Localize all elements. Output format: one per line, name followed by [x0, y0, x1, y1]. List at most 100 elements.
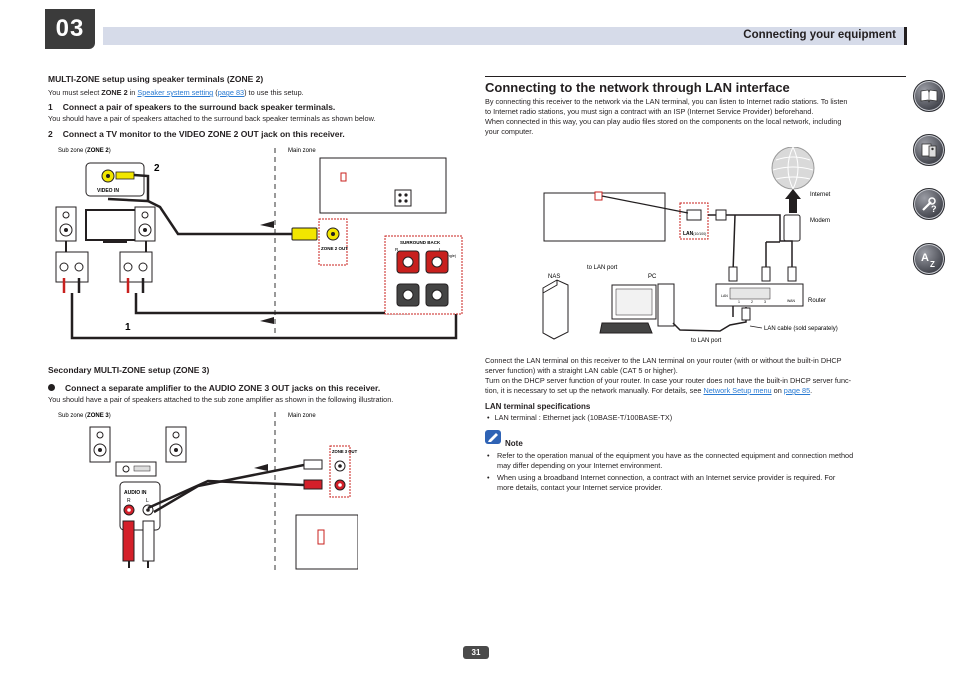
zone2-connection-diagram: Sub zone (ZONE 2) Main zone VIDEO IN 2 1… [55, 148, 463, 340]
body-last-suffix: . [810, 386, 813, 395]
zone2-intro-suffix: ) to use this setup. [244, 88, 304, 97]
lan-terminal-label: LAN(10/100) [683, 231, 706, 237]
body-last-mid: on [771, 386, 784, 395]
svg-text:L: L [146, 498, 149, 504]
to-lan-port-label-1: to LAN port [587, 265, 618, 271]
lan-section-title: Connecting to the network through LAN in… [485, 80, 790, 95]
speaker-system-setting-link[interactable]: Speaker system setting [137, 88, 214, 97]
remote-icon[interactable] [913, 134, 945, 166]
zone3-receiver-panel [295, 514, 358, 570]
zone2-intro-mid: in [127, 88, 138, 97]
lan-intro-line: to Internet radio stations, you must sig… [485, 107, 814, 116]
page-83-link[interactable]: page 83 [217, 88, 245, 97]
zone3-out-label: ZONE 3 OUT [332, 449, 358, 454]
zone3-red-plug [303, 479, 323, 490]
pc-icon [599, 283, 675, 334]
lan-spec-item-text: LAN terminal : Ethernet jack (10BASE-T/1… [494, 413, 673, 422]
step1-number: 1 [48, 102, 53, 112]
svg-text:R: R [395, 247, 399, 252]
zone3-white-plug [303, 459, 323, 470]
lan-body-line: Turn on the DHCP server function of your… [485, 376, 852, 385]
header-bar: Connecting your equipment [103, 27, 907, 45]
body-last-prefix: tion, it is necessary to set up the netw… [485, 386, 704, 395]
note-item: • When using a broadband Internet connec… [485, 473, 906, 493]
audio-in-panel [119, 481, 161, 531]
bullet-dot: • [487, 413, 490, 422]
nas-icon [542, 279, 569, 340]
sub-zone-amplifier [115, 461, 157, 477]
zone3-bullet-text: Connect a separate amplifier to the AUDI… [65, 383, 381, 393]
modem-icon [783, 214, 801, 242]
zone2-out-panel [318, 218, 348, 266]
zone2-out-label: ZONE 2 OUT [321, 246, 348, 251]
svg-text:1: 1 [738, 300, 740, 304]
callout-1: 1 [125, 322, 131, 333]
note-pencil-icon [485, 430, 501, 444]
zone2-intro-prefix: You must select [48, 88, 102, 97]
callout-2: 2 [154, 163, 160, 174]
zone3-heading: Secondary MULTI-ZONE setup (ZONE 3) [48, 365, 210, 375]
lan-body-line: server function) with a straight LAN cab… [485, 366, 678, 375]
note-item: • Refer to the operation manual of the e… [485, 451, 906, 471]
lan-body: Connect the LAN terminal on this receive… [485, 356, 906, 396]
zone2-left-speaker [55, 206, 77, 242]
svg-text:(Single): (Single) [443, 254, 457, 258]
notes-list: • Refer to the operation manual of the e… [485, 451, 906, 493]
svg-text:L: L [439, 247, 442, 252]
note-line: Refer to the operation manual of the equ… [497, 451, 854, 460]
zone2-intro-paren: ( [213, 88, 218, 97]
svg-text:Z: Z [930, 260, 935, 268]
svg-text:A: A [921, 252, 929, 264]
zone2-heading: MULTI-ZONE setup using speaker terminals… [48, 74, 264, 84]
video-in-label: VIDEO IN [97, 188, 119, 194]
zone3-mainzone-label: Main zone [288, 413, 316, 419]
lan-terminal [679, 202, 709, 240]
lan-spec-item: • LAN terminal : Ethernet jack (10BASE-T/… [485, 413, 672, 423]
zone3-left-speaker [89, 426, 111, 463]
step2-number: 2 [48, 129, 53, 139]
router-label: Router [808, 298, 826, 304]
svg-text:?: ? [931, 204, 937, 213]
zone3-subzone-label: Sub zone (ZONE 3) [58, 413, 111, 419]
lan-intro: By connecting this receiver to the netwo… [485, 97, 906, 137]
zone2-step1: 1 Connect a pair of speakers to the surro… [48, 102, 335, 112]
zone3-note: You should have a pair of speakers attac… [48, 395, 394, 404]
up-arrow-icon [785, 189, 801, 213]
lan-body-line: Connect the LAN terminal on this receive… [485, 356, 842, 365]
svg-text:2: 2 [751, 300, 753, 304]
tools-icon[interactable]: ? [913, 188, 945, 220]
lan-spec-heading: LAN terminal specifications [485, 402, 591, 411]
internet-label: Internet [810, 192, 831, 198]
svg-text:LAN: LAN [721, 294, 728, 298]
step2-text: Connect a TV monitor to the VIDEO ZONE 2… [62, 129, 345, 139]
zone3-connection-diagram: Sub zone (ZONE 3) Main zone AUDIO IN R L… [58, 412, 358, 573]
book-icon[interactable] [913, 80, 945, 112]
svg-text:WAN: WAN [787, 299, 796, 303]
page-85-link[interactable]: page 85 [783, 386, 811, 395]
tv-monitor [85, 209, 145, 241]
step1-text: Connect a pair of speakers to the surrou… [62, 102, 336, 112]
receiver-rear-panel [319, 157, 447, 214]
svg-text:R: R [127, 498, 131, 504]
video-in-panel [85, 162, 145, 197]
zone2-mainzone-label: Main zone [288, 148, 316, 154]
nas-label: NAS [548, 274, 560, 280]
network-setup-menu-link[interactable]: Network Setup menu [703, 386, 772, 395]
yellow-video-plug [291, 227, 318, 241]
bullet-dot [48, 384, 55, 391]
surround-back-label: SURROUND BACK [400, 240, 441, 245]
note-line: may differ depending on your Internet en… [497, 461, 663, 470]
lan-network-diagram: Internet Modem LAN(10/100) LAN 1 2 3 WAN… [542, 147, 838, 344]
lan-cable-label: LAN cable (sold separately) [764, 326, 838, 332]
zone3-right-speaker [165, 426, 187, 463]
note-line: more details, contact your Internet serv… [497, 483, 663, 492]
bullet-dot: • [487, 473, 490, 482]
lan-intro-line: When connected in this way, you can play… [485, 117, 842, 126]
zone2-intro-bold: ZONE 2 [101, 88, 128, 97]
chapter-number: 03 [45, 9, 95, 49]
note-label: Note [505, 439, 523, 448]
page-number: 31 [463, 646, 489, 659]
audio-in-label: AUDIO IN [124, 490, 147, 496]
receiver-rear-panel-lan [543, 192, 666, 242]
